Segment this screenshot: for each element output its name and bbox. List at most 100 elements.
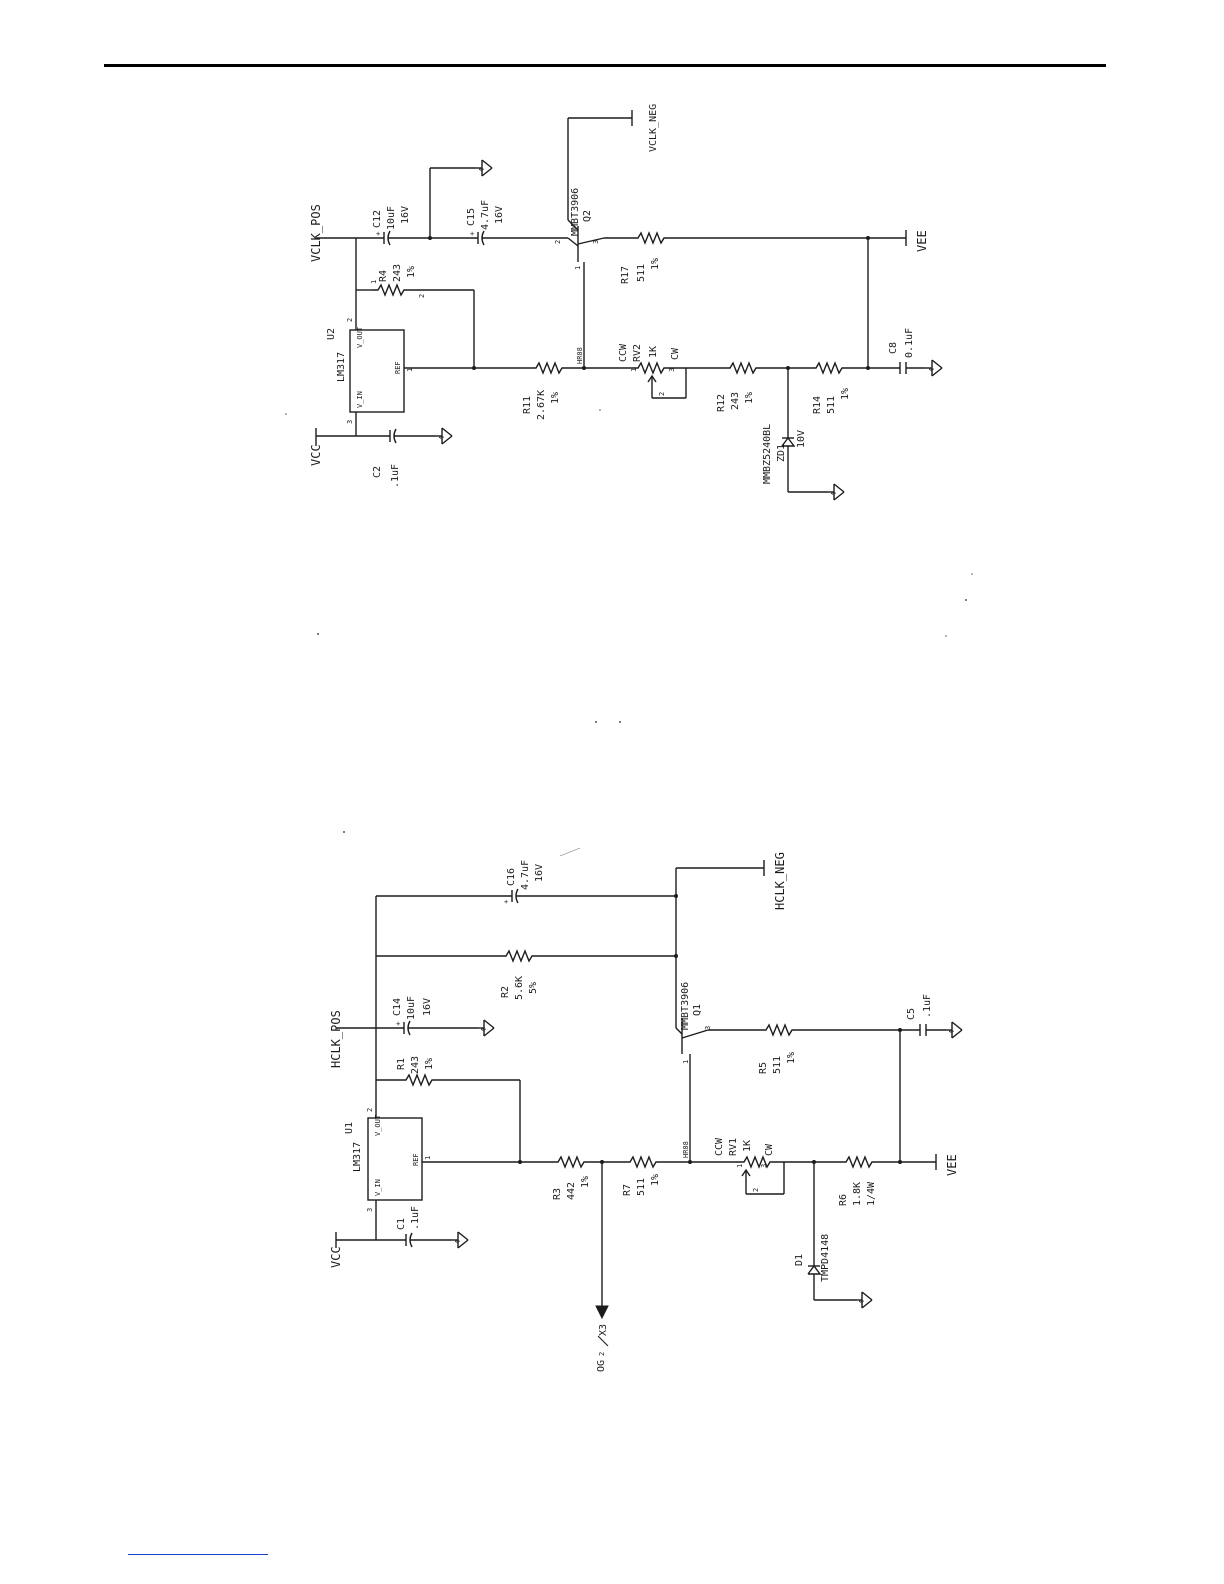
og-pin: 2 xyxy=(598,1352,606,1356)
c12-ref: C12 xyxy=(372,210,383,228)
header-rule xyxy=(104,64,1106,67)
r12-value: 243 xyxy=(730,392,741,410)
u2-vin: V_IN xyxy=(356,391,364,408)
u2-pin1: 1 xyxy=(406,368,414,372)
r2-tol: 5% xyxy=(528,982,539,994)
c1-ref: C1 xyxy=(396,1218,407,1230)
q2-pin3: 3 xyxy=(592,240,600,244)
r2-value: 5.6K xyxy=(514,976,525,1000)
rv2-cw: CW xyxy=(670,347,681,360)
gnd-label-c2: 4 xyxy=(438,436,446,440)
footer-rule xyxy=(128,1554,268,1555)
r7-value: 511 xyxy=(636,1178,647,1196)
gnd-label-c5: 4 xyxy=(948,1030,956,1034)
c8-ref: C8 xyxy=(888,342,899,354)
rv1-pin1: 1 xyxy=(736,1164,744,1168)
u1-pin2: 2 xyxy=(366,1108,374,1112)
q1-pin1: 1 xyxy=(682,1060,690,1064)
u1-ref-pin: REF xyxy=(412,1153,420,1166)
gnd-label-c8: 4 xyxy=(928,368,936,372)
c15-voltage: 16V xyxy=(494,206,505,224)
r11-value: 2.67K xyxy=(536,390,547,420)
gnd-label-c14: 4 xyxy=(480,1028,488,1032)
c15-plus: + xyxy=(470,230,474,238)
q2-pin1: 1 xyxy=(574,266,582,270)
rv1-value: 1K xyxy=(742,1140,753,1152)
lower-regulator-circuit: VCC 3 4 C1 .1uF LM317 U1 V_IN V_OUT REF … xyxy=(329,852,963,1372)
q2-pin2: 2 xyxy=(554,240,562,244)
r17-tol: 1% xyxy=(650,258,661,270)
r1-tol: 1% xyxy=(424,1058,435,1070)
r17-ref: R17 xyxy=(620,266,631,284)
c14-value: 10uF xyxy=(406,996,417,1020)
q1-ref: Q1 xyxy=(692,1004,703,1016)
rv2-pin1: 1 xyxy=(630,368,638,372)
u2-ref-pin: REF xyxy=(394,361,402,374)
rv1-cw: CW xyxy=(764,1143,775,1156)
c14-voltage: 16V xyxy=(422,998,433,1016)
net-label-vcc-upper: VCC xyxy=(309,444,323,466)
rv1-pin2: 2 xyxy=(752,1188,760,1192)
r4-tol: 1% xyxy=(406,266,417,278)
c15-value: 4.7uF xyxy=(480,200,491,230)
c14-ref: C14 xyxy=(392,998,403,1016)
q2-part: MMBT3906 xyxy=(570,188,581,236)
q1-tag: HR08 xyxy=(682,1141,690,1158)
c2-value: .1uF xyxy=(390,464,401,488)
r7-ref: R7 xyxy=(622,1184,633,1196)
scan-artifacts xyxy=(285,409,973,857)
gnd-label-c1: 4 xyxy=(454,1240,462,1244)
d1-ref: D1 xyxy=(794,1254,805,1266)
r7-tol: 1% xyxy=(650,1174,661,1186)
r12-ref: R12 xyxy=(716,394,727,412)
c15-ref: C15 xyxy=(466,208,477,226)
zd1-ref: ZD1 xyxy=(776,444,787,462)
zd1-part: MMBZ5240BL xyxy=(762,424,773,484)
og-label: OG xyxy=(596,1360,607,1372)
r3-value: 442 xyxy=(566,1182,577,1200)
r11-ref: R11 xyxy=(522,396,533,414)
r2-ref: R2 xyxy=(500,986,511,998)
gnd-label-c12: 4 xyxy=(478,168,486,172)
rv2-pin2: 2 xyxy=(658,392,666,396)
c16-value: 4.7uF xyxy=(520,860,531,890)
c12-value: 10uF xyxy=(386,206,397,230)
u1-pin1: 1 xyxy=(424,1156,432,1160)
zd1-voltage: 10V xyxy=(796,430,807,448)
q1-part: MMBT3906 xyxy=(680,982,691,1030)
u2-pin2: 2 xyxy=(346,318,354,322)
rv2-pin3: 3 xyxy=(668,368,676,372)
c16-ref: C16 xyxy=(506,868,517,886)
r5-ref: R5 xyxy=(758,1062,769,1074)
net-label-vclk-pos: VCLK_POS xyxy=(309,204,323,262)
r4-ref: R4 xyxy=(378,270,389,282)
u1-vin: V_IN xyxy=(374,1179,382,1196)
q2-tag: HR08 xyxy=(576,347,584,364)
rv1-ref: RV1 xyxy=(728,1138,739,1156)
u1-lm317-box xyxy=(367,1117,423,1201)
c16-voltage: 16V xyxy=(534,864,545,882)
u2-ref: U2 xyxy=(326,328,337,340)
r6-tol: 1/4W xyxy=(866,1181,877,1206)
c12-plus: + xyxy=(376,230,380,238)
r1-ref: R1 xyxy=(396,1058,407,1070)
rv2-ref: RV2 xyxy=(632,344,643,362)
u2-part: LM317 xyxy=(336,352,347,382)
net-label-vclk-neg: VCLK_NEG xyxy=(648,104,659,152)
u2-vout: V_OUT xyxy=(356,326,364,348)
net-label-vee-lower: VEE xyxy=(945,1154,959,1176)
u1-ref: U1 xyxy=(344,1122,355,1134)
q2-ref: Q2 xyxy=(582,210,593,222)
rv2-ccw: CCW xyxy=(618,343,629,362)
r12-tol: 1% xyxy=(744,392,755,404)
rv1-pin3: 3 xyxy=(760,1164,768,1168)
r3-tol: 1% xyxy=(580,1176,591,1188)
u1-pin3: 3 xyxy=(366,1208,374,1212)
c5-ref: C5 xyxy=(906,1008,917,1020)
net-label-hclk-neg: HCLK_NEG xyxy=(773,852,787,910)
u2-lm317-box xyxy=(349,329,405,413)
u1-vout: V_OUT xyxy=(374,1114,382,1136)
r4-pin2: 2 xyxy=(418,294,426,298)
